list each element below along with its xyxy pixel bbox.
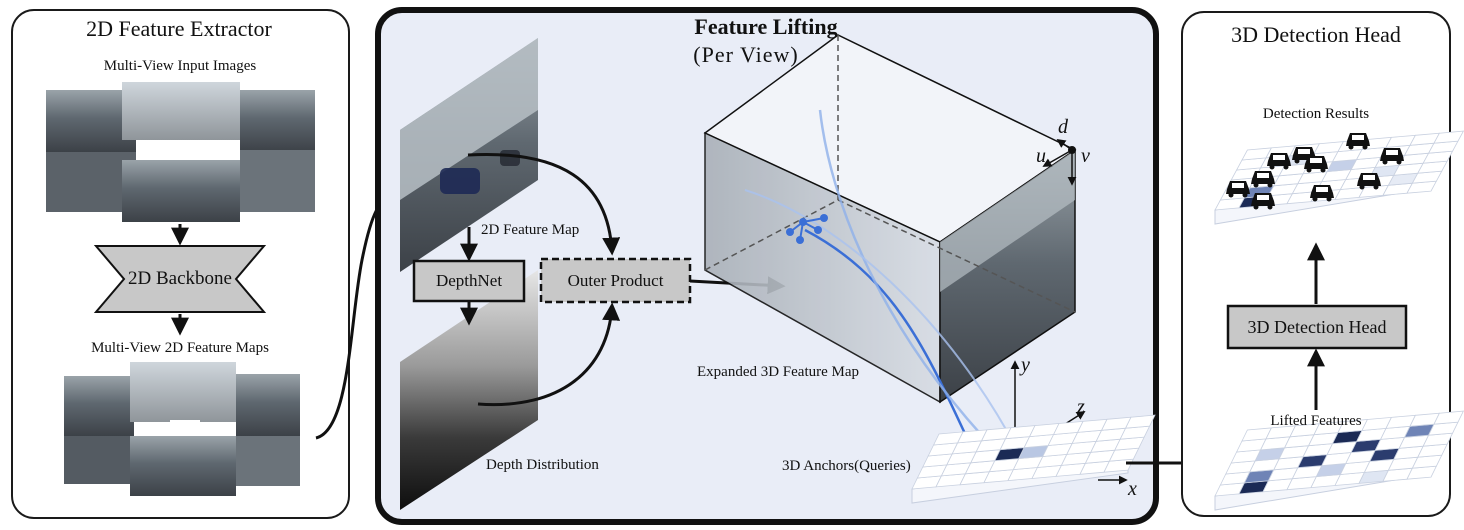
car-icon	[1346, 133, 1370, 150]
anchors-grid	[911, 414, 1156, 504]
input-images-label: Multi-View Input Images	[103, 58, 257, 74]
anchors-label: 3D Anchors(Queries)	[782, 458, 911, 474]
outer-product-box	[539, 257, 692, 304]
feature-maps-label: Multi-View 2D Feature Maps	[91, 340, 269, 356]
depthnet-box	[412, 259, 526, 303]
depth-distribution-label: Depth Distribution	[486, 457, 599, 473]
multi-view-feature-maps	[64, 362, 300, 496]
axis-v-label: v	[1081, 145, 1090, 167]
car-icons	[1226, 133, 1404, 210]
feature-map-label: 2D Feature Map	[481, 222, 580, 238]
anchor-network	[786, 214, 828, 244]
cube-axes	[1042, 138, 1077, 186]
detection-head-label: 3D Detection Head	[1247, 316, 1387, 337]
car-icon	[1380, 148, 1404, 165]
car-icon	[1310, 185, 1334, 202]
backbone-label: 2D Backbone	[128, 268, 232, 289]
detection-head-box	[1226, 304, 1408, 350]
car-icon	[1251, 171, 1275, 188]
detection-results-label: Detection Results	[1262, 106, 1370, 122]
backbone-shape	[93, 245, 267, 313]
expanded-3d-feature-cube	[703, 34, 1077, 404]
car-icon	[1267, 153, 1291, 170]
car-icon	[1357, 173, 1381, 190]
car-icon	[1226, 181, 1250, 198]
left-panel-title: 2D Feature Extractor	[86, 16, 272, 41]
lifted-features-label: Lifted Features	[1270, 413, 1362, 429]
expanded-feature-map-label: Expanded 3D Feature Map	[697, 364, 860, 380]
right-panel-title: 3D Detection Head	[1231, 22, 1401, 47]
axis-u-label: u	[1036, 145, 1046, 167]
axis-d-label: d	[1058, 116, 1068, 138]
axis-x-label: x	[1128, 478, 1137, 500]
axis-z-label: z	[1077, 396, 1085, 418]
lifted-features-grid	[1214, 410, 1464, 511]
car-icon	[1304, 156, 1328, 173]
middle-panel-subtitle: (Per View)	[693, 42, 799, 67]
depthnet-label: DepthNet	[435, 271, 503, 290]
multi-view-input-images	[46, 82, 315, 222]
depth-distribution-image	[400, 270, 538, 510]
outer-product-label: Outer Product	[567, 270, 664, 290]
axis-y-label: y	[1021, 354, 1030, 376]
middle-panel-title: Feature Lifting	[694, 14, 838, 39]
car-icon	[1251, 193, 1275, 210]
